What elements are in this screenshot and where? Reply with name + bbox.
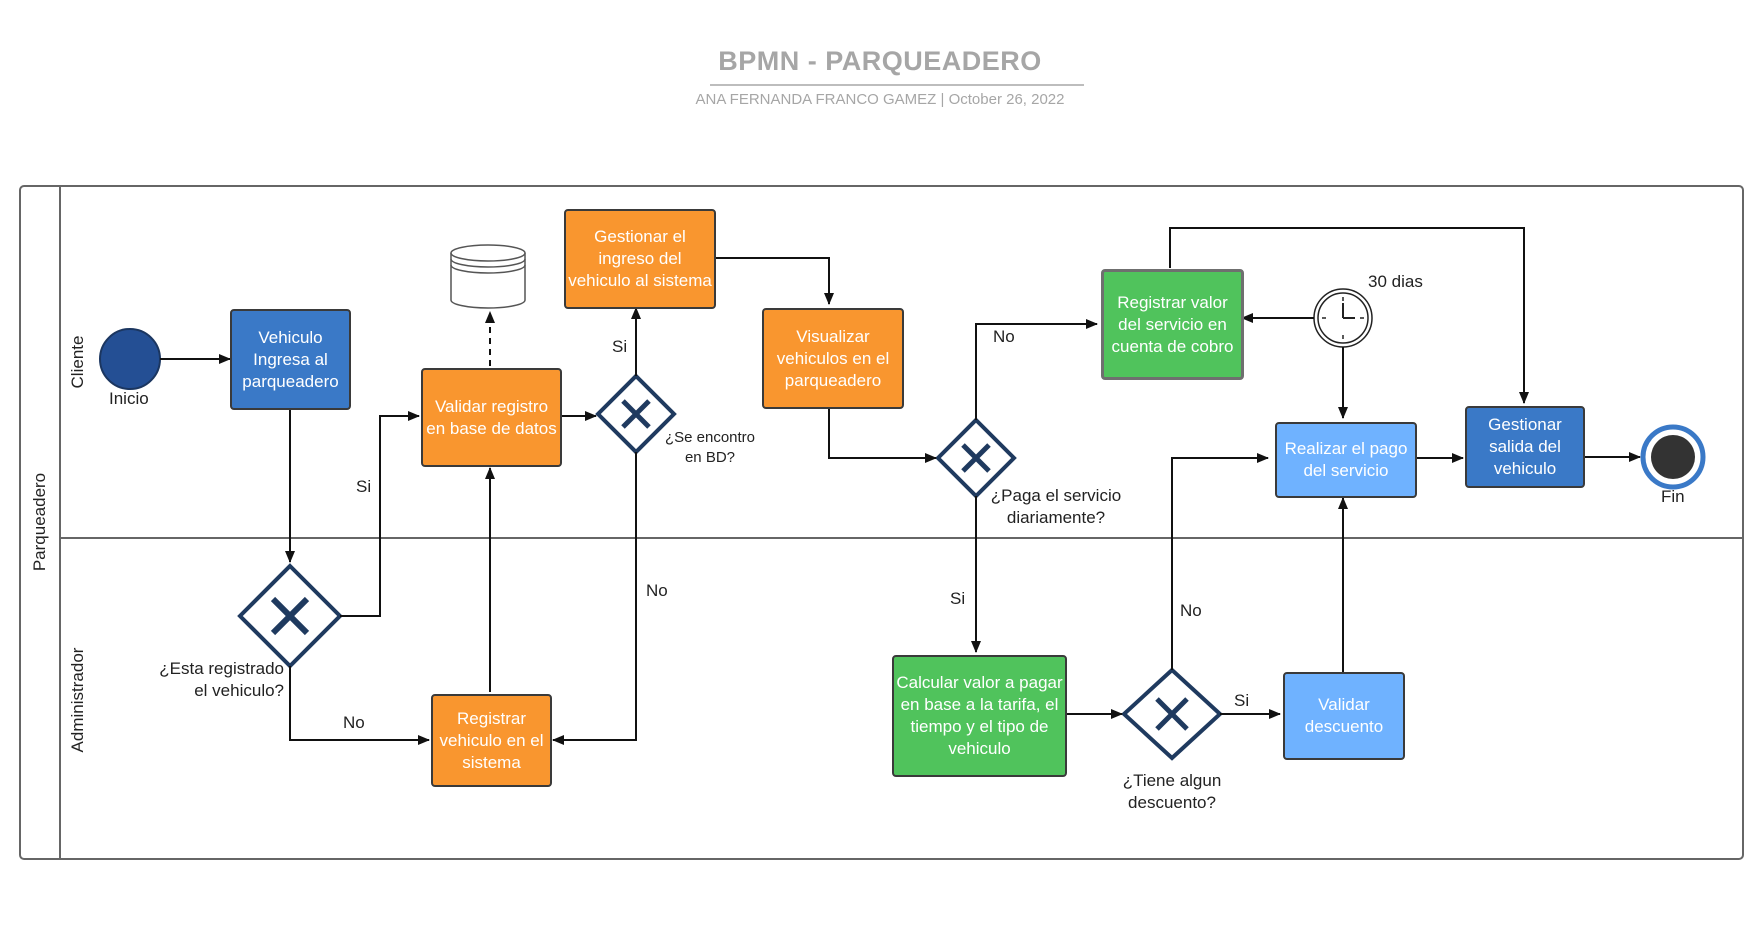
database-icon [450,244,526,309]
flow-registrar-valor-to-salida [1169,227,1529,404]
flow-paga-no-to-registrar-valor [975,319,1098,420]
task-visualizar-vehiculos[interactable]: Visualizar vehiculos en el parqueadero [762,308,904,409]
task-validar-descuento[interactable]: Validar descuento [1283,672,1405,760]
diagram-title: BPMN - PARQUEADERO [718,46,1042,76]
flow-encontro-no-to-registrar [552,452,637,745]
task-realizar-pago[interactable]: Realizar el pago del servicio [1275,422,1417,498]
task-registrar-vehiculo[interactable]: Registrar vehiculo en el sistema [431,694,552,787]
gateway-label-paga-diario: ¿Paga el servicio diariamente? [990,486,1122,527]
flow-label-no-paga: No [993,327,1015,346]
start-event [99,328,161,390]
flow-gateway-si-to-validar [340,411,420,617]
timer-label: 30 dias [1368,272,1423,291]
flow-label-no-registrado: No [343,713,365,732]
timer-icon [1313,288,1373,348]
flow-label-no-encontro: No [646,581,668,600]
end-event-core [1651,435,1695,479]
task-registrar-valor[interactable]: Registrar valor del servicio en cuenta d… [1101,269,1244,380]
lane-label-cliente: Cliente [68,335,87,389]
flow-gateway-no-to-registrar [289,666,430,745]
diagram-subtitle: ANA FERNANDA FRANCO GAMEZ | October 26, … [695,91,1065,108]
task-vehiculo-ingresa[interactable]: Vehiculo Ingresa al parqueadero [230,309,351,410]
gateway-tiene-descuento [1121,667,1223,761]
flow-label-no-descuento: No [1180,601,1202,620]
flow-gestionar-to-visualizar [713,257,834,305]
lane-label-administrador: Administrador [68,647,87,753]
gateway-label-se-encontro: ¿Se encontro en BD? [664,429,756,466]
flow-visualizar-to-paga [828,407,937,463]
flow-label-si-descuento: Si [1234,691,1250,710]
gateway-esta-registrado [237,563,343,669]
end-event-label: Fin [1661,487,1685,506]
pool-label: Parqueadero [30,472,49,572]
task-calcular-valor[interactable]: Calcular valor a pagar en base a la tari… [892,655,1067,777]
gateway-label-esta-registrado: ¿Esta registrado el vehiculo? [159,659,284,700]
pool-frame [19,185,1744,860]
gateway-label-tiene-descuento: ¿Tiene algun descuento? [1122,771,1222,812]
title-divider [710,84,1084,86]
flow-descuento-no-to-pago [1171,453,1269,670]
task-gestionar-ingreso[interactable]: Gestionar el ingreso del vehiculo al sis… [564,209,716,309]
gateway-paga-diario [935,417,1017,499]
start-event-label: Inicio [109,389,149,408]
task-gestionar-salida[interactable]: Gestionar salida del vehiculo [1465,406,1585,488]
flow-label-si-paga: Si [950,589,966,608]
task-validar-registro[interactable]: Validar registro en base de datos [421,368,562,467]
flow-label-si-encontro: Si [612,337,628,356]
flow-label-si-registrado: Si [356,477,372,496]
gateway-se-encontro [595,373,677,455]
